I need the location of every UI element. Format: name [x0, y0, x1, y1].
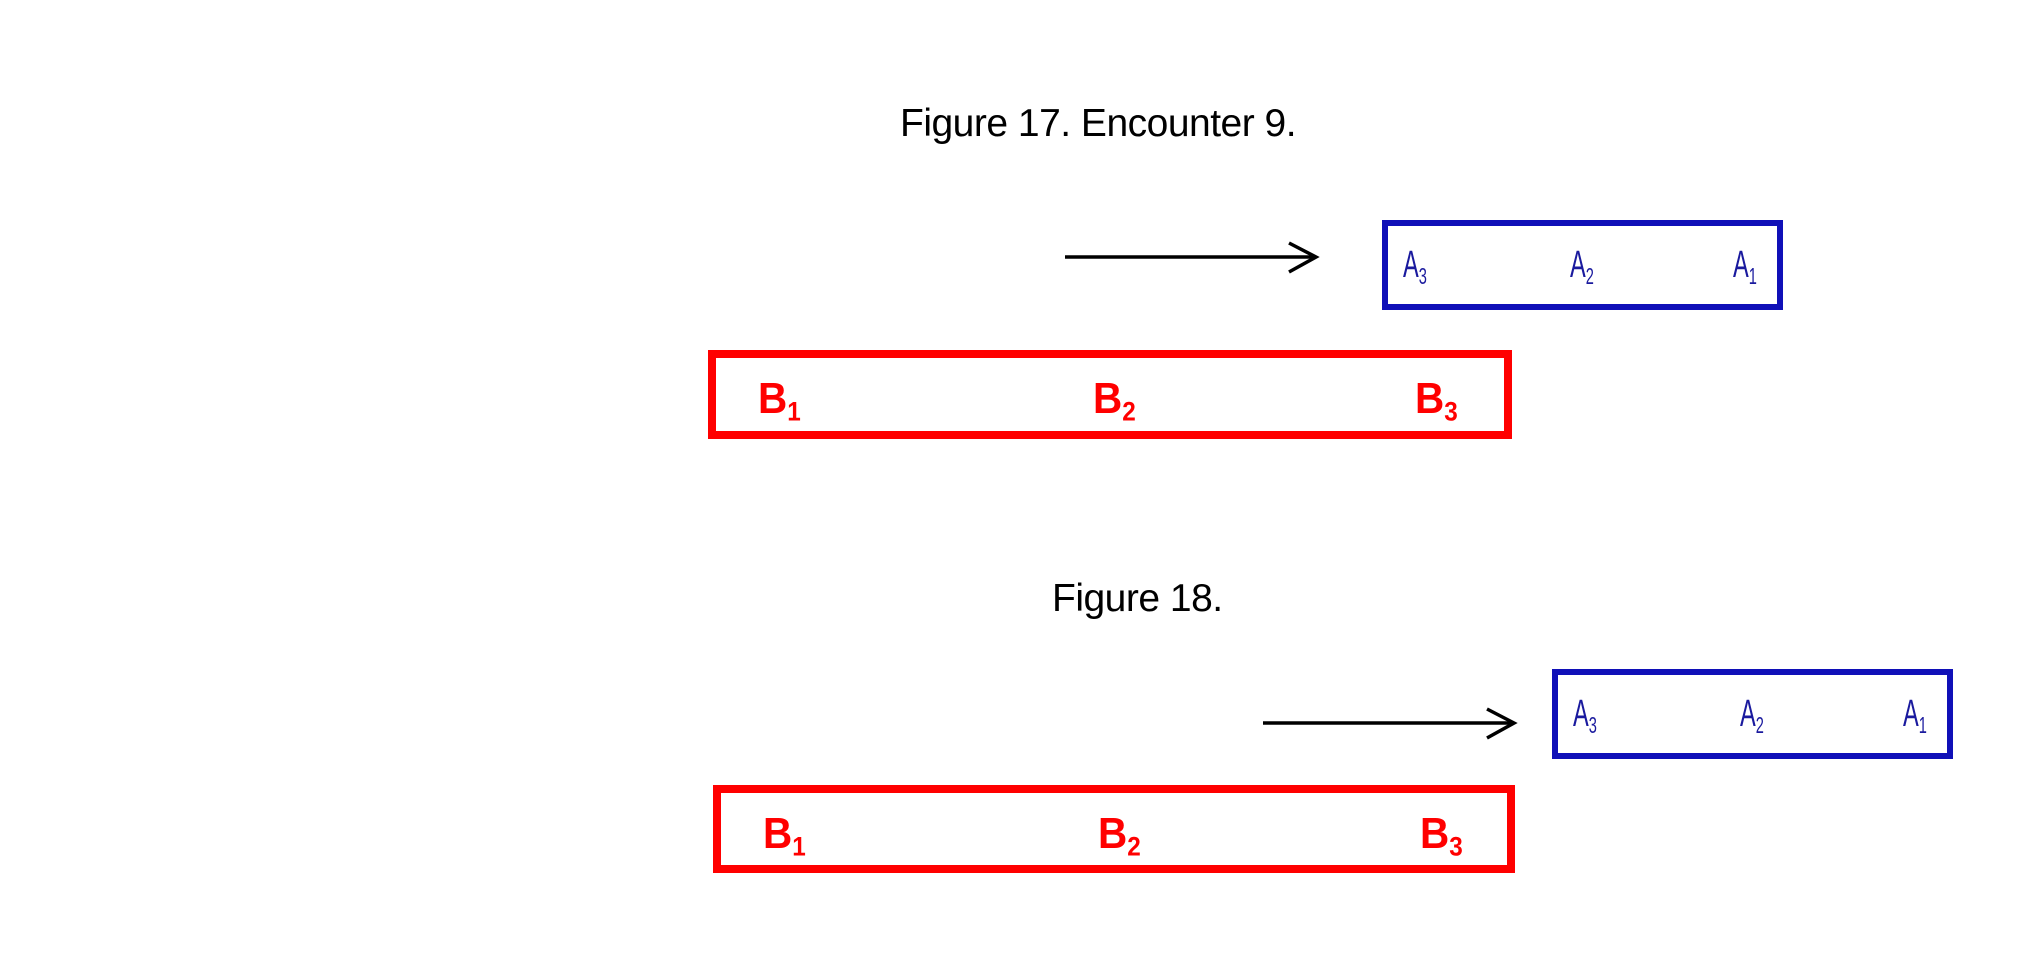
arrow-right-icon	[1065, 241, 1320, 274]
label-b2: B2	[1098, 809, 1141, 862]
train-a-box: A3 A2 A1	[1382, 220, 1783, 310]
train-b-box: B1 B2 B3	[708, 350, 1512, 439]
train-b-box: B1 B2 B3	[713, 785, 1515, 873]
label-a2: A2	[1740, 693, 1764, 739]
figure-17-title: Figure 17. Encounter 9.	[900, 102, 1297, 145]
label-b1: B1	[763, 809, 806, 862]
arrow-right-icon	[1263, 707, 1518, 740]
figure-18-title: Figure 18.	[1052, 577, 1223, 620]
label-a1: A1	[1903, 693, 1927, 739]
label-b2: B2	[1093, 374, 1136, 427]
label-a1: A1	[1733, 244, 1757, 290]
label-a3: A3	[1573, 693, 1597, 739]
label-a3: A3	[1403, 244, 1427, 290]
label-b3: B3	[1415, 374, 1458, 427]
label-a2: A2	[1570, 244, 1594, 290]
label-b1: B1	[758, 374, 801, 427]
label-b3: B3	[1420, 809, 1463, 862]
train-a-box: A3 A2 A1	[1552, 669, 1953, 759]
